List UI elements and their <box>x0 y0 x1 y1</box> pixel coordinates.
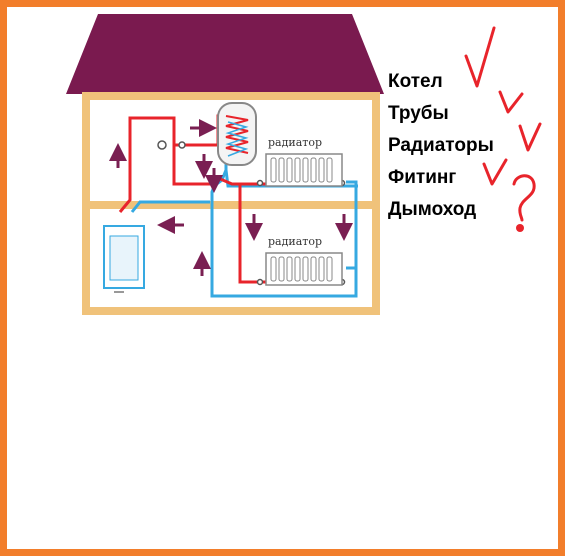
checklist-item-fittings: Фитинг <box>388 167 457 188</box>
checklist-item-radiators: Радиаторы <box>388 135 494 156</box>
boiler-icon <box>103 225 145 293</box>
radiator-upper: радиатор <box>265 136 343 187</box>
radiator-icon <box>270 157 333 183</box>
radiator-icon <box>270 256 333 282</box>
checklist-item-boiler: Котел <box>388 71 443 92</box>
water-heater-icon <box>217 102 257 166</box>
radiator-upper-label: радиатор <box>268 136 322 149</box>
checklist-item-pipes: Трубы <box>388 103 449 124</box>
checklist-item-chimney: Дымоход <box>388 199 477 220</box>
house-roof <box>66 14 384 94</box>
component-checklist: Котел Трубы Радиаторы Фитинг Дымоход <box>388 66 494 226</box>
flow-arrows <box>109 119 353 276</box>
radiator-lower: радиатор <box>265 235 343 286</box>
radiator-lower-label: радиатор <box>268 235 322 248</box>
